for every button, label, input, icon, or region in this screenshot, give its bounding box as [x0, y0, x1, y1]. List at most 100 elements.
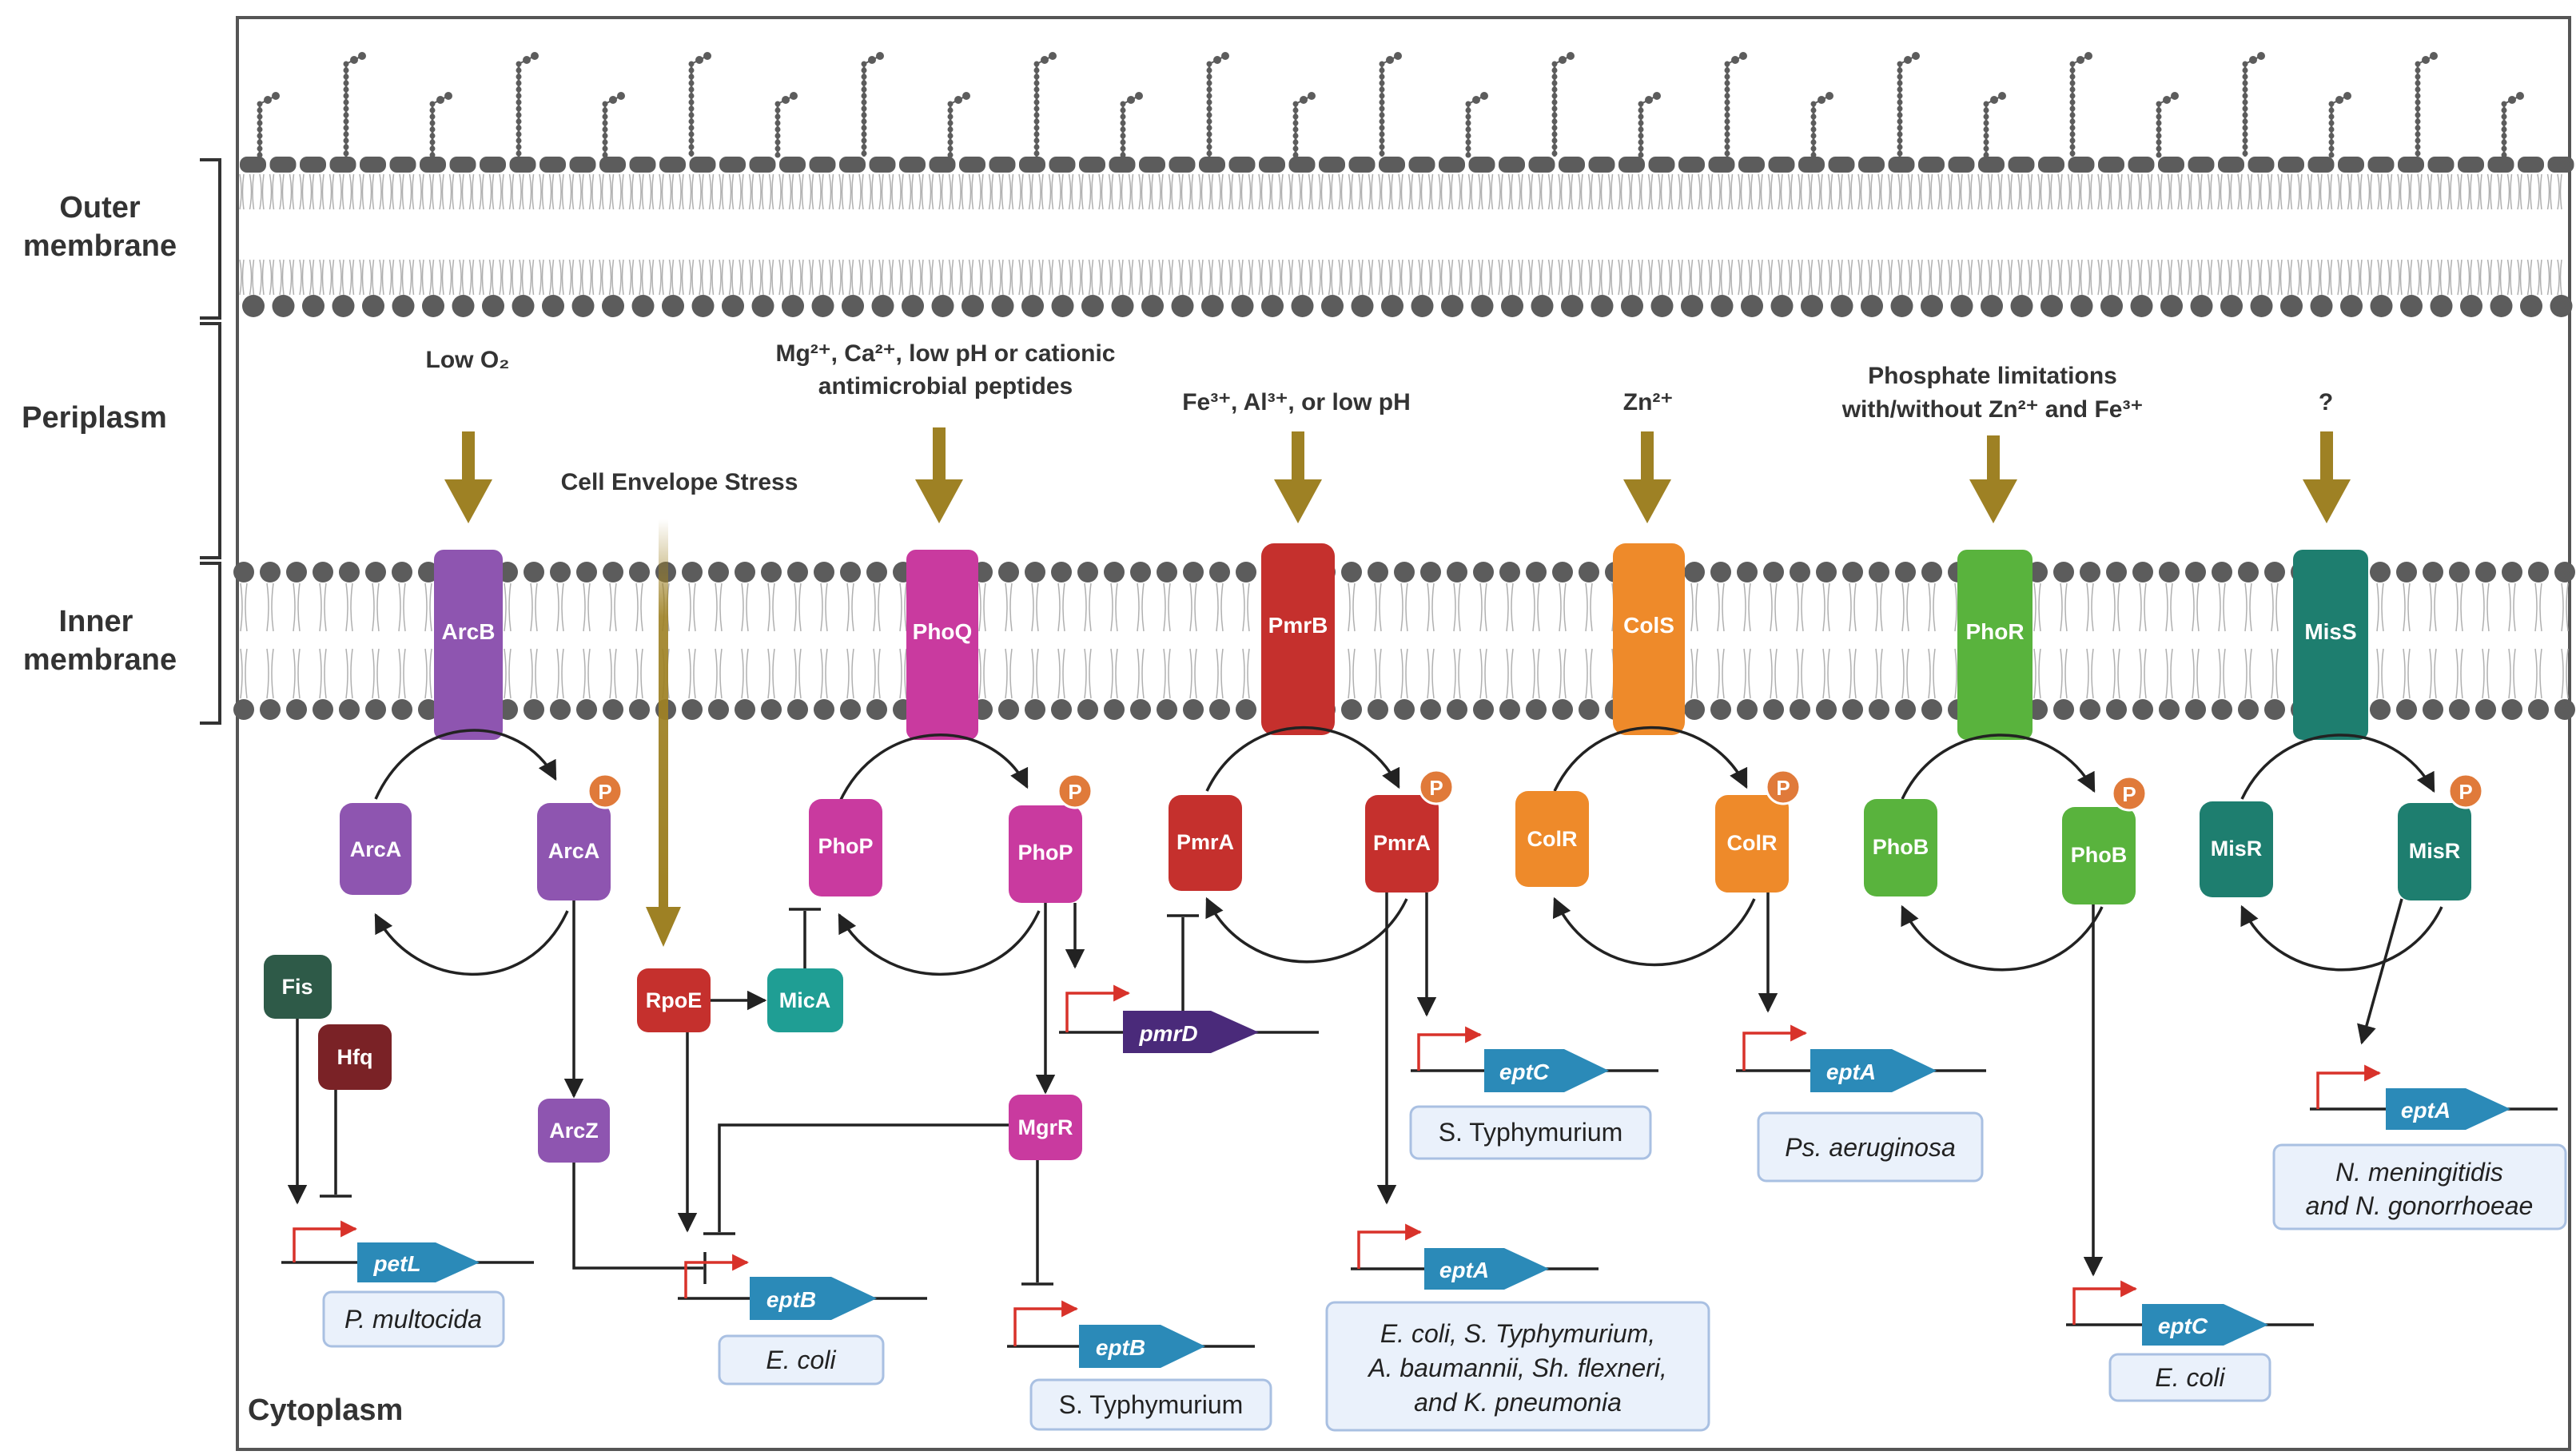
gene-epta-pa: eptA	[1736, 1024, 1986, 1092]
regulator-hfq	[318, 1024, 392, 1090]
gene-petl-label: petL	[372, 1251, 420, 1276]
signal-phor-1: Phosphate limitations	[1868, 363, 2117, 389]
regulator-mica-label: MicA	[779, 988, 831, 1012]
regulator-phop	[809, 799, 882, 896]
regulatory-connectors	[287, 892, 2403, 1286]
gene-petl: petL	[281, 1220, 534, 1282]
signal-cols: Zn²⁺	[1623, 389, 1673, 415]
genes: petL eptB pmrD eptC eptA	[281, 984, 2558, 1368]
regulator-fis-label: Fis	[281, 975, 313, 999]
signal-pmrb: Fe³⁺, Al³⁺, or low pH	[1182, 389, 1411, 415]
gene-eptc-ecoli: eptC	[2066, 1280, 2314, 1346]
gene-epta-neis: eptA	[2310, 1064, 2558, 1130]
phosphate-badge-misr: P	[2447, 773, 2484, 809]
signal-phoq-1: Mg²⁺, Ca²⁺, low pH or cationic	[775, 340, 1115, 367]
signal-arrows	[444, 427, 2351, 947]
phosphate-label: P	[1429, 776, 1443, 800]
regulator-misr-p-label: MisR	[2409, 839, 2461, 863]
sensor-arcb-label: ArcB	[442, 619, 496, 644]
gene-eptc-st-label: eptC	[1499, 1059, 1550, 1084]
outer-membrane-label-1: Outer	[59, 191, 141, 225]
gene-epta-neis-label: eptA	[2401, 1098, 2451, 1123]
sensor-cols	[1613, 543, 1685, 735]
organism-box-pa	[1757, 1111, 1984, 1183]
regulator-arca	[340, 803, 412, 895]
regulator-misr-label: MisR	[2211, 837, 2263, 861]
regulator-rpoe-label: RpoE	[646, 988, 703, 1012]
sensor-miss-label: MisS	[2304, 619, 2356, 644]
regulator-phob-p	[2062, 807, 2136, 904]
outer-membrane	[239, 157, 2574, 317]
organism-neis-1: N. meningitidis	[2335, 1158, 2503, 1187]
regulator-mica	[767, 968, 843, 1032]
signal-low-o2: Low O₂	[426, 347, 510, 373]
regulator-pmra-label: PmrA	[1177, 830, 1234, 854]
regulator-arcz	[538, 1099, 610, 1163]
phosphate-label: P	[598, 780, 611, 804]
phosphate-label: P	[2122, 782, 2136, 806]
signal-arrow-arcb	[444, 431, 492, 523]
gene-eptc-ecoli-label: eptC	[2158, 1314, 2208, 1338]
gene-epta-pa-label: eptA	[1826, 1059, 1876, 1084]
regulator-hfq-label: Hfq	[337, 1045, 373, 1069]
regulator-phop-p-label: PhoP	[1017, 841, 1073, 865]
signal-arrow-miss	[2303, 431, 2351, 523]
phosphate-label: P	[1776, 776, 1790, 800]
regulator-colr	[1515, 791, 1589, 887]
sensor-phor-label: PhoR	[1965, 619, 2024, 644]
regulator-rpoe	[637, 968, 711, 1032]
signal-phor-2: with/without Zn²⁺ and Fe³⁺	[1841, 396, 2144, 423]
organism-neis-2: and N. gonorrhoeae	[2306, 1191, 2534, 1220]
signal-arrow-cols	[1623, 431, 1671, 523]
organism-ecoli-eptb: E. coli	[766, 1346, 836, 1374]
cytoplasm-label: Cytoplasm	[248, 1393, 403, 1427]
gene-eptc-st: eptC	[1411, 1026, 1658, 1092]
regulator-misr	[2200, 801, 2273, 897]
sensor-phoq	[906, 550, 978, 740]
regulator-fis	[264, 955, 332, 1019]
regulator-phob-label: PhoB	[1873, 835, 1929, 859]
periplasm-label: Periplasm	[22, 401, 167, 435]
organism-box-neis	[2272, 1143, 2567, 1230]
signal-envelope-stress: Cell Envelope Stress	[561, 469, 798, 495]
regulator-pmra-p-label: PmrA	[1373, 831, 1431, 855]
phosphate-badge-colr: P	[1765, 769, 1802, 805]
organism-ecoli-eptc: E. coli	[2155, 1363, 2225, 1392]
organism-box-st-eptc	[1409, 1105, 1652, 1160]
regulator-mgrr	[1009, 1095, 1082, 1160]
signal-miss: ?	[2319, 389, 2333, 415]
organism-box-multi	[1325, 1301, 1710, 1432]
phosphate-badge-arca: P	[587, 773, 623, 809]
regulator-arca-p	[537, 803, 611, 900]
regulator-arcz-label: ArcZ	[549, 1119, 599, 1143]
accessory-regulators: Fis Hfq ArcZ RpoE MicA MgrR	[264, 955, 1082, 1163]
phosphate-label: P	[2459, 780, 2472, 804]
regulator-pmra	[1169, 795, 1242, 891]
gene-pmrd: pmrD	[1059, 984, 1319, 1053]
lps-layer	[257, 52, 2524, 158]
regulator-arca-p-label: ArcA	[548, 839, 600, 863]
organism-labels: P. multocida E. coli S. Typhymurium S. T…	[322, 1105, 2567, 1432]
phosphate-badge-pmra: P	[1418, 769, 1455, 805]
gene-pmrd-label: pmrD	[1138, 1021, 1197, 1046]
sensor-pmrb	[1261, 543, 1335, 735]
signal-phoq-2: antimicrobial peptides	[818, 373, 1073, 400]
inner-membrane-label-1: Inner	[59, 605, 133, 638]
regulator-mgrr-label: MgrR	[1018, 1115, 1073, 1139]
figure-frame	[236, 16, 2571, 1451]
sensor-phoq-label: PhoQ	[913, 619, 973, 644]
organism-multi-2: A. baumannii, Sh. flexneri,	[1367, 1354, 1667, 1382]
regulator-pmra-p	[1365, 795, 1439, 892]
gene-eptb-ecoli-label: eptB	[766, 1287, 816, 1312]
sensor-phor	[1957, 550, 2033, 740]
organism-box-ecoli-eptb	[718, 1334, 885, 1385]
regulator-phop-label: PhoP	[818, 834, 873, 858]
organism-st-eptb: S. Typhymurium	[1059, 1390, 1244, 1419]
regulator-phob	[1864, 799, 1937, 896]
gene-eptb-ecoli: eptB	[678, 1254, 927, 1320]
outer-membrane-label-2: membrane	[23, 229, 177, 263]
inner-membrane-label-2: membrane	[23, 643, 177, 677]
sensor-cols-label: ColS	[1623, 613, 1674, 638]
phosphate-label: P	[1068, 780, 1081, 804]
